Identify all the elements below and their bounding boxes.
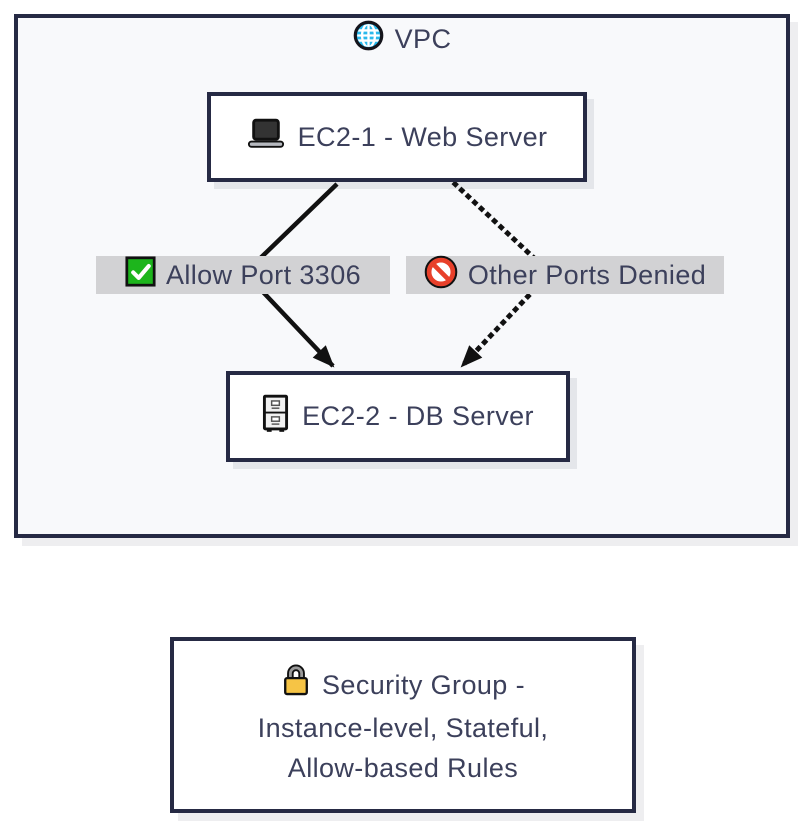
rule-other-ports-denied: Other Ports Denied <box>406 255 724 296</box>
security-group-note-line1: Security Group - <box>281 663 525 708</box>
rule-deny-label: Other Ports Denied <box>467 259 707 290</box>
check-mark-icon <box>125 256 156 294</box>
lock-icon <box>281 663 311 708</box>
vpc-title-label: VPC <box>394 23 452 54</box>
vpc-title: VPC <box>14 20 790 58</box>
node-ec2-2-label: EC2-2 - DB Server <box>302 401 534 431</box>
rule-allow-label: Allow Port 3306 <box>165 259 362 290</box>
node-ec2-1-label: EC2-1 - Web Server <box>297 121 548 152</box>
node-ec2-1-web-server: EC2-1 - Web Server <box>207 92 587 182</box>
no-entry-icon <box>424 255 458 296</box>
laptop-icon <box>247 118 285 156</box>
security-group-title: Security Group - <box>322 670 525 700</box>
security-group-note: Security Group - Instance-level, Statefu… <box>170 637 636 813</box>
rule-allow-port-3306: Allow Port 3306 <box>96 256 390 294</box>
file-cabinet-icon <box>262 394 289 440</box>
globe-icon <box>353 20 384 58</box>
security-group-note-line3: Allow-based Rules <box>287 752 519 783</box>
node-ec2-2-db-server: EC2-2 - DB Server <box>226 371 570 462</box>
security-group-note-line2: Instance-level, Stateful, <box>257 712 549 743</box>
